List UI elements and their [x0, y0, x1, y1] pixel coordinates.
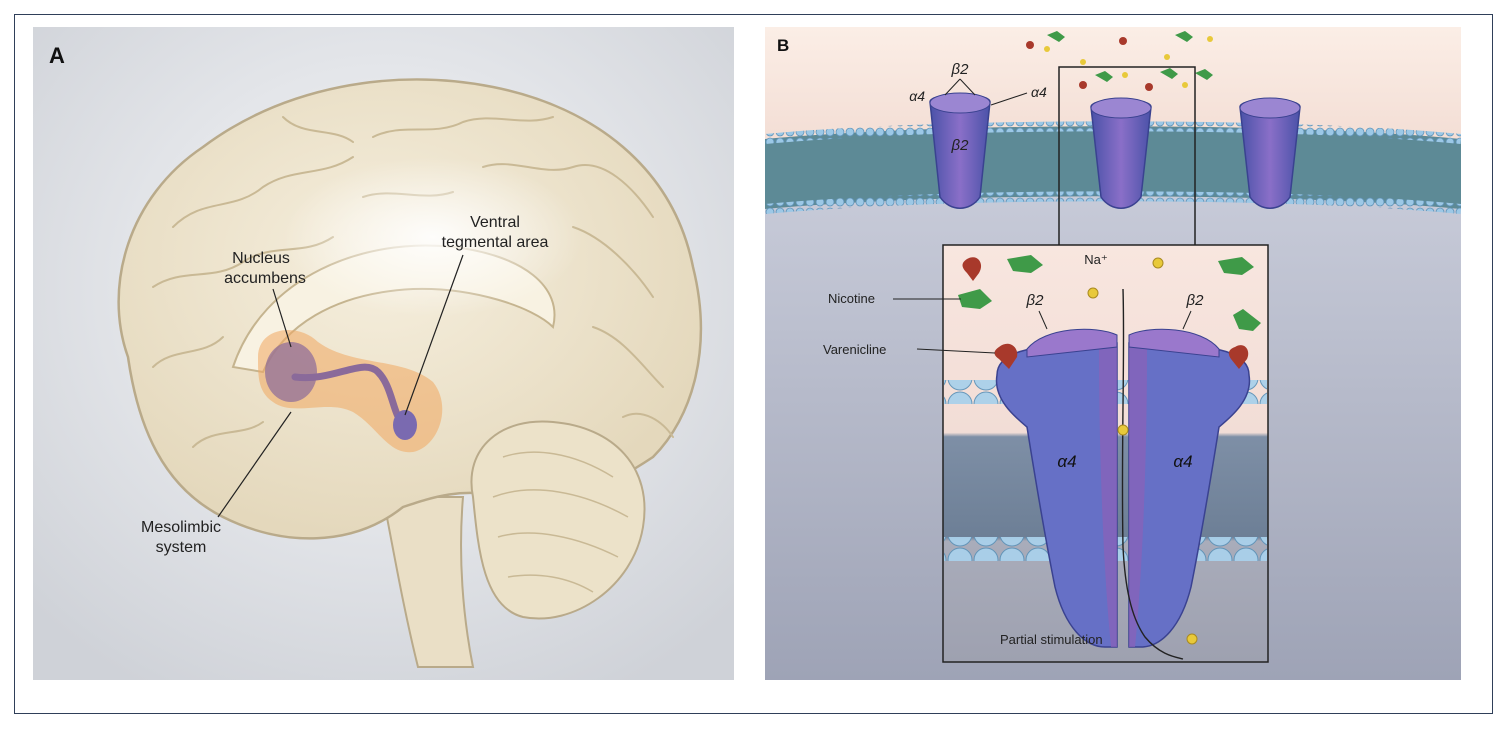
svg-text:Ventral: Ventral — [470, 214, 520, 231]
molecules-top — [1026, 31, 1213, 91]
sodium-ion-mid — [1117, 424, 1129, 436]
inset-detail: Na⁺ Nicotine Varenicline β2 β2 α4 α4 Par… — [823, 244, 1269, 663]
svg-text:Nucleus: Nucleus — [232, 250, 290, 267]
svg-text:system: system — [156, 539, 207, 556]
nicotine-molecule-1 — [1007, 255, 1043, 273]
label-partial-stimulation: Partial stimulation — [1000, 632, 1103, 647]
label-beta2-right: β2 — [1186, 292, 1205, 309]
receptor-center — [1090, 97, 1152, 209]
vta-region — [393, 410, 417, 440]
label-beta2-left: β2 — [1026, 292, 1045, 309]
leader-nucleus — [272, 288, 292, 348]
label-varenicline: Varenicline — [823, 342, 886, 357]
sodium-ion-out — [1186, 633, 1198, 645]
label-alpha4-left: α4 — [909, 88, 925, 104]
svg-text:Mesolimbic: Mesolimbic — [141, 519, 221, 536]
brain-stem — [381, 496, 475, 668]
panel-b-letter: B — [777, 36, 789, 55]
label-beta2-top: β2 — [951, 61, 970, 78]
label-beta2-body: β2 — [951, 137, 970, 154]
leader-mesolimbic — [217, 411, 292, 518]
nicotine-molecule-2 — [958, 289, 992, 309]
panel-b-receptor: B β2 α4 α4 β2 — [765, 27, 1461, 680]
receptor-left — [929, 92, 991, 209]
varenicline-bound-right — [1228, 345, 1249, 369]
varenicline-bound-left — [994, 343, 1018, 369]
panel-a-letter: A — [49, 43, 65, 68]
varenicline-molecule-1 — [962, 257, 982, 281]
receptor-right — [1239, 97, 1301, 209]
label-alpha4-channel-left: α4 — [1057, 452, 1076, 471]
leader-varenicline — [916, 348, 996, 354]
ion-path-arrow — [1121, 288, 1184, 660]
label-alpha4-right: α4 — [1031, 84, 1047, 100]
label-alpha4-channel-right: α4 — [1173, 452, 1192, 471]
beta2-cap-right — [1128, 328, 1220, 358]
label-sodium: Na⁺ — [1084, 252, 1107, 267]
sodium-ion-free — [1152, 257, 1164, 269]
nucleus-accumbens-region — [265, 342, 317, 402]
svg-text:tegmental area: tegmental area — [442, 234, 549, 251]
label-mesolimbic: Mesolimbic system — [141, 519, 221, 556]
dopamine-pathway — [291, 363, 407, 426]
svg-text:accumbens: accumbens — [224, 270, 306, 287]
label-vta: Ventral tegmental area — [442, 214, 549, 251]
leader-vta — [404, 254, 464, 416]
sodium-ion-top — [1087, 287, 1099, 299]
label-nucleus-accumbens: Nucleus accumbens — [224, 250, 306, 287]
beta2-cap-left — [1026, 328, 1118, 358]
panel-a-brain: A Nucleus accumbens Ventral tegment — [33, 27, 734, 680]
label-nicotine: Nicotine — [828, 291, 875, 306]
nicotine-molecule-3 — [1218, 257, 1254, 275]
nicotine-molecule-4 — [1233, 309, 1261, 331]
cerebellum-folia — [492, 451, 629, 593]
